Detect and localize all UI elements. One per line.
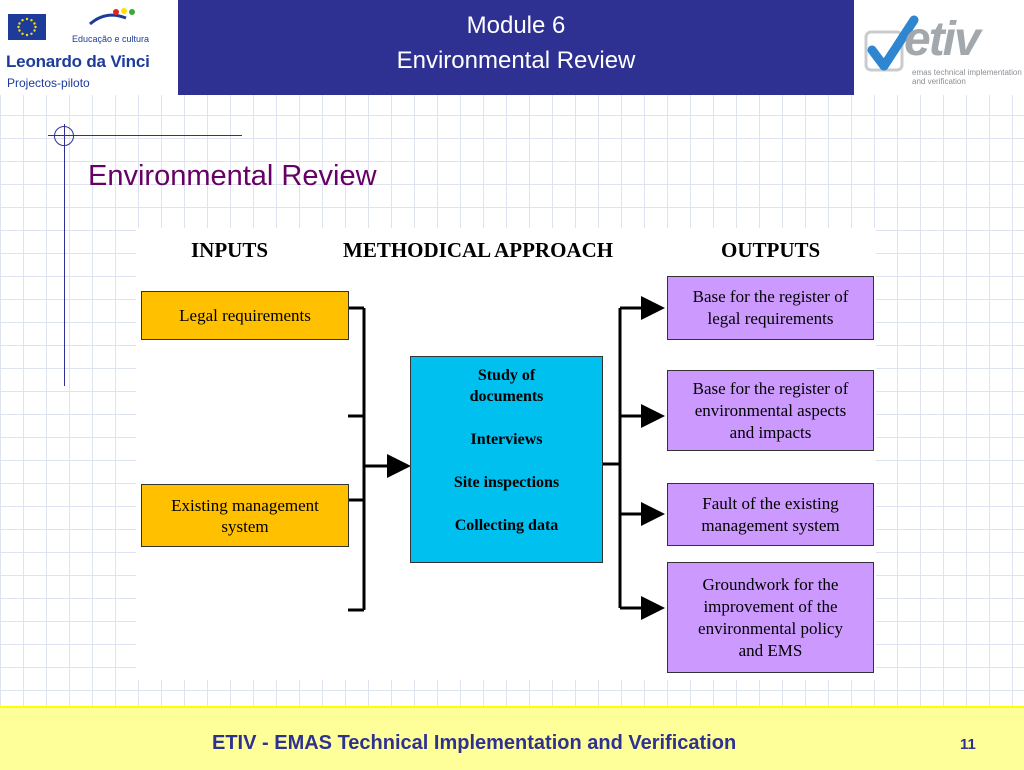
column-heading-outputs: OUTPUTS <box>721 238 821 262</box>
output-line: improvement of the <box>703 596 838 616</box>
footer-bar: ETIV - EMAS Technical Implementation and… <box>0 706 1024 770</box>
output-line: and impacts <box>729 422 812 442</box>
program-subtitle: Projectos-piloto <box>7 76 90 90</box>
output-line: Base for the register of <box>692 287 849 306</box>
connector-lines <box>348 296 665 620</box>
output-box: Fault of the existing management system <box>667 483 874 546</box>
approach-step: Interviews <box>470 431 543 448</box>
page-number: 11 <box>960 736 976 753</box>
output-box: Base for the register of environmental a… <box>667 370 874 451</box>
eu-flag-icon <box>8 14 46 40</box>
module-number: Module 6 <box>466 12 566 39</box>
slide-title: Environmental Review <box>88 160 377 192</box>
input-box: Legal requirements <box>141 291 349 340</box>
output-line: Base for the register of <box>692 378 849 398</box>
program-name: Leonardo da Vinci <box>6 52 150 71</box>
etiv-logo-block: etiv emas technical implementation and v… <box>854 0 1024 95</box>
input-line: Existing management <box>171 495 319 515</box>
approach-box: Study of documents Interviews Site inspe… <box>410 356 603 563</box>
input-line: system <box>221 516 269 536</box>
approach-step: documents <box>469 388 544 405</box>
crosshair-ornament-icon <box>54 126 74 146</box>
output-line: Fault of the existing <box>702 493 839 513</box>
footer-text: ETIV - EMAS Technical Implementation and… <box>212 732 737 754</box>
module-title: Environmental Review <box>396 47 636 74</box>
output-line: management system <box>701 515 840 535</box>
approach-step: Site inspections <box>453 474 560 491</box>
title-rule-horizontal <box>48 135 242 136</box>
approach-step: Study of <box>477 367 536 384</box>
brand-name: etiv <box>904 13 981 66</box>
program-logo-block: Educação e cultura Leonardo da Vinci Pro… <box>0 0 178 95</box>
output-line: environmental policy <box>698 618 843 638</box>
brand-tagline: emas technical implementation and verifi… <box>912 68 1022 86</box>
education-culture-logo-icon <box>86 6 142 30</box>
output-line: environmental aspects <box>694 400 847 420</box>
output-line: and EMS <box>738 640 803 660</box>
input-line: Legal requirements <box>179 306 311 325</box>
header-banner: Module 6 Environmental Review <box>178 0 854 95</box>
review-flow-diagram: INPUTS METHODICAL APPROACH OUTPUTS Legal… <box>136 228 876 680</box>
program-tagline: Educação e cultura <box>72 34 150 44</box>
output-box: Groundwork for the improvement of the en… <box>667 562 874 673</box>
input-box: Existing management system <box>141 484 349 547</box>
output-line: legal requirements <box>707 309 834 328</box>
column-heading-inputs: INPUTS <box>191 238 269 262</box>
column-heading-approach: METHODICAL APPROACH <box>343 238 614 262</box>
output-line: Groundwork for the <box>702 574 839 594</box>
approach-step: Collecting data <box>454 517 559 534</box>
output-box: Base for the register of legal requireme… <box>667 276 874 340</box>
title-rule-vertical <box>64 124 65 386</box>
checkmark-icon <box>864 14 924 74</box>
